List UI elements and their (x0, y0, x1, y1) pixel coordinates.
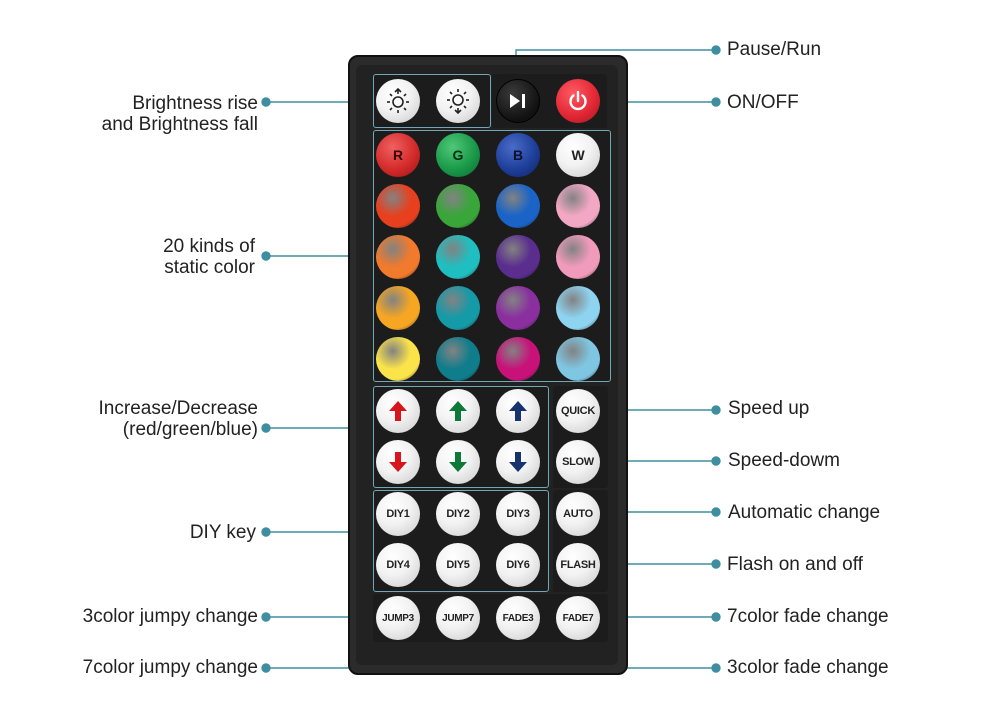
diy5-button[interactable]: DIY5 (436, 543, 480, 587)
static-color-button-4[interactable] (556, 184, 600, 228)
static-color-label: 20 kinds of static color (163, 236, 255, 278)
arrow-down-icon (448, 451, 468, 473)
diy6-label: DIY6 (506, 559, 529, 571)
jump3-button[interactable]: JUMP3 (376, 596, 420, 640)
diy4-label: DIY4 (386, 559, 409, 571)
static-color-button-14[interactable] (436, 337, 480, 381)
play-pause-button[interactable] (496, 79, 540, 123)
increase-decrease-label-line2: (red/green/blue) (99, 419, 258, 440)
static-color-button-6[interactable] (436, 235, 480, 279)
power-icon (566, 89, 590, 113)
jump3-description: 3color jumpy change (83, 606, 258, 627)
arrow-down-icon (508, 451, 528, 473)
white-label: W (572, 147, 585, 163)
fade3-button[interactable]: FADE3 (496, 596, 540, 640)
static-color-label-line1: 20 kinds of (163, 236, 255, 257)
flash-button[interactable]: FLASH (556, 543, 600, 587)
slow-button[interactable]: SLOW (556, 440, 600, 484)
jump7-description: 7color jumpy change (83, 657, 258, 678)
green-label: G (453, 147, 464, 163)
auto-change-label: Automatic change (728, 502, 880, 523)
brightness-down-icon (444, 87, 472, 115)
blue-down-button[interactable] (496, 440, 540, 484)
white-button[interactable]: W (556, 133, 600, 177)
blue-up-button[interactable] (496, 389, 540, 433)
brightness-label: Brightness rise and Brightness fall (102, 93, 258, 135)
quick-button[interactable]: QUICK (556, 389, 600, 433)
static-color-label-line2: static color (163, 257, 255, 278)
brightness-down-button[interactable] (436, 79, 480, 123)
diy6-button[interactable]: DIY6 (496, 543, 540, 587)
fade7-description: 7color fade change (727, 606, 889, 627)
diy4-button[interactable]: DIY4 (376, 543, 420, 587)
static-color-button-3[interactable] (496, 184, 540, 228)
on-off-label: ON/OFF (727, 92, 799, 113)
static-color-button-5[interactable] (376, 235, 420, 279)
static-color-button-15[interactable] (496, 337, 540, 381)
diy5-label: DIY5 (446, 559, 469, 571)
diy3-label: DIY3 (506, 508, 529, 520)
green-down-button[interactable] (436, 440, 480, 484)
diy1-button[interactable]: DIY1 (376, 492, 420, 536)
jump7-label: JUMP7 (442, 613, 474, 624)
auto-button[interactable]: AUTO (556, 492, 600, 536)
static-color-button-2[interactable] (436, 184, 480, 228)
increase-decrease-label: Increase/Decrease (red/green/blue) (99, 398, 258, 440)
jump3-label: JUMP3 (382, 613, 414, 624)
fade3-label: FADE3 (503, 613, 534, 624)
arrow-down-icon (388, 451, 408, 473)
blue-label: B (513, 147, 523, 163)
red-label: R (393, 147, 403, 163)
static-color-button-1[interactable] (376, 184, 420, 228)
diy2-button[interactable]: DIY2 (436, 492, 480, 536)
diy3-button[interactable]: DIY3 (496, 492, 540, 536)
diy-key-label: DIY key (190, 522, 256, 543)
red-button[interactable]: R (376, 133, 420, 177)
arrow-up-icon (448, 400, 468, 422)
speed-up-label: Speed up (728, 398, 809, 419)
static-color-button-13[interactable] (376, 337, 420, 381)
speed-down-label: Speed-dowm (728, 450, 840, 471)
fade7-label: FADE7 (563, 613, 594, 624)
pause-run-label: Pause/Run (727, 39, 821, 60)
auto-label: AUTO (563, 508, 593, 520)
slow-label: SLOW (562, 456, 594, 468)
static-color-button-9[interactable] (376, 286, 420, 330)
diy1-label: DIY1 (386, 508, 409, 520)
power-button[interactable] (556, 79, 600, 123)
static-color-button-16[interactable] (556, 337, 600, 381)
arrow-up-icon (388, 400, 408, 422)
play-pause-icon (507, 93, 529, 109)
fade7-button[interactable]: FADE7 (556, 596, 600, 640)
flash-label: FLASH (560, 559, 595, 571)
green-up-button[interactable] (436, 389, 480, 433)
green-button[interactable]: G (436, 133, 480, 177)
static-color-button-11[interactable] (496, 286, 540, 330)
red-up-button[interactable] (376, 389, 420, 433)
static-color-button-12[interactable] (556, 286, 600, 330)
static-color-button-10[interactable] (436, 286, 480, 330)
brightness-label-line2: and Brightness fall (102, 114, 258, 135)
flash-label-text: Flash on and off (727, 554, 863, 575)
jump7-button[interactable]: JUMP7 (436, 596, 480, 640)
brightness-label-line1: Brightness rise (102, 93, 258, 114)
red-down-button[interactable] (376, 440, 420, 484)
increase-decrease-label-line1: Increase/Decrease (99, 398, 258, 419)
quick-label: QUICK (561, 405, 595, 417)
brightness-up-icon (384, 87, 412, 115)
arrow-up-icon (508, 400, 528, 422)
fade3-description: 3color fade change (727, 657, 889, 678)
static-color-button-8[interactable] (556, 235, 600, 279)
brightness-up-button[interactable] (376, 79, 420, 123)
diy2-label: DIY2 (446, 508, 469, 520)
blue-button[interactable]: B (496, 133, 540, 177)
static-color-button-7[interactable] (496, 235, 540, 279)
